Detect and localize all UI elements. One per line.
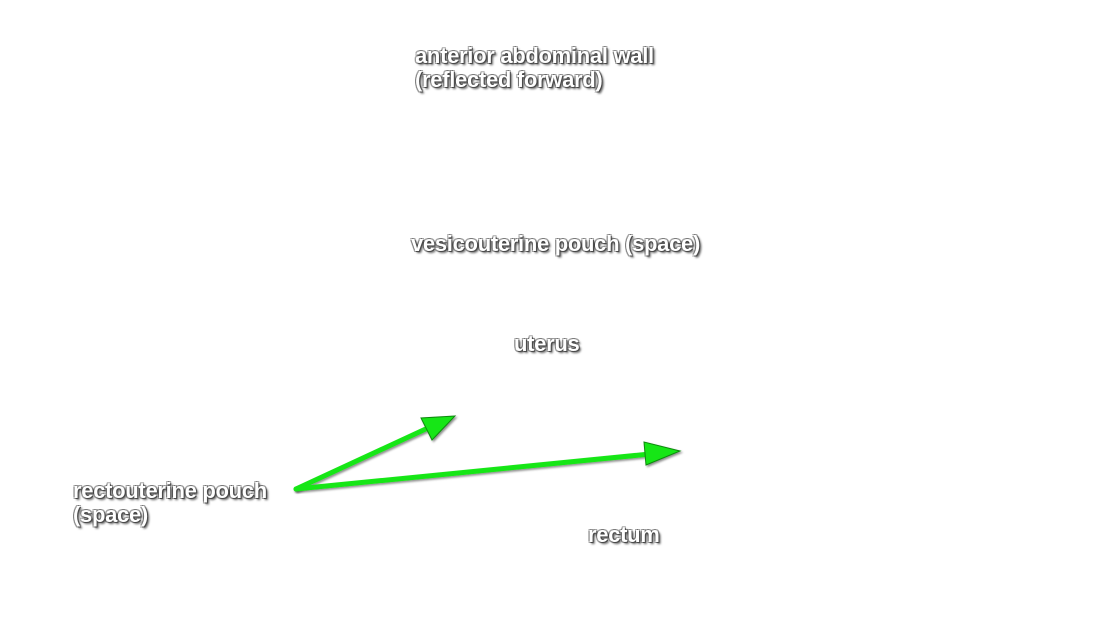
label-anterior-abdominal-wall: anterior abdominal wall (reflected forwa…: [415, 44, 654, 92]
label-anterior-abdominal-wall-line1: anterior abdominal wall: [415, 43, 654, 68]
label-rectum: rectum: [588, 522, 660, 547]
label-rectouterine-pouch-line2: (space): [73, 502, 148, 527]
label-rectouterine-pouch: rectouterine pouch (space): [73, 479, 267, 527]
label-uterus: uterus: [514, 331, 580, 356]
arrow-to-lower-pouch: [293, 441, 682, 492]
label-rectouterine-pouch-line1: rectouterine pouch: [73, 478, 267, 503]
label-vesicouterine-pouch: vesicouterine pouch (space): [411, 231, 700, 256]
arrow-to-upper-pouch: [293, 415, 457, 492]
label-anterior-abdominal-wall-line2: (reflected forward): [415, 67, 603, 92]
